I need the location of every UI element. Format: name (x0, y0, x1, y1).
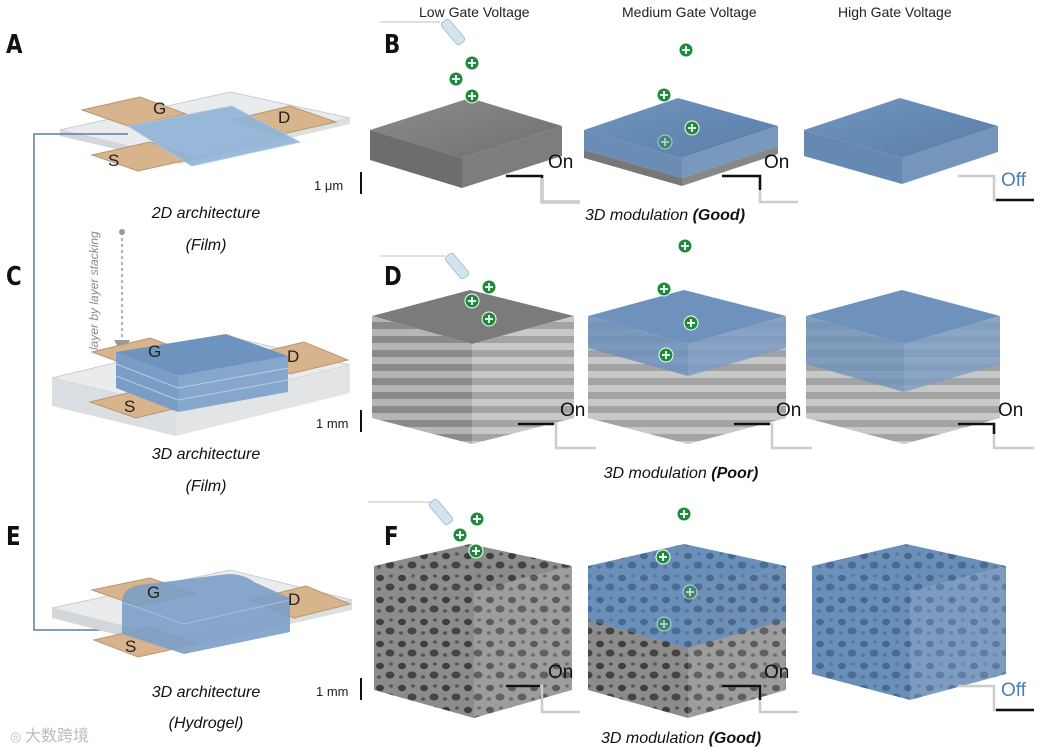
plus-ion-icon (469, 511, 485, 527)
plus-ion-icon (677, 238, 693, 254)
stack-high (806, 290, 1000, 444)
device-3d-film (51, 334, 351, 436)
state-label-on: On (764, 662, 790, 683)
panel-label-e: E (6, 522, 21, 552)
architecture-title: 3D architecture (151, 684, 261, 701)
modulation-caption: 3D modulation (Good) (584, 207, 746, 224)
architecture-title: 2D architecture (151, 205, 261, 222)
film-high (804, 98, 998, 184)
scale-label: 1 μm (314, 178, 344, 193)
drain-label: D (287, 347, 299, 366)
step-indicator-on (506, 684, 580, 714)
plus-ion-icon (452, 527, 468, 543)
gate-probe-icon (440, 18, 466, 46)
state-label-on: On (548, 662, 574, 683)
column-header-high: High Gate Voltage (838, 4, 952, 20)
gate-label: G (147, 583, 160, 602)
step-indicator-on (518, 422, 596, 450)
scale-label: 1 mm (316, 684, 349, 699)
device-2d-film (59, 91, 351, 172)
source-label: S (125, 637, 136, 656)
plus-ion-icon (656, 616, 672, 632)
step-indicator-off (958, 684, 1034, 712)
plus-ion-icon (464, 55, 480, 71)
state-label-off: Off (1001, 680, 1026, 701)
drain-label: D (288, 590, 300, 609)
watermark: ◎ 大数跨境 (10, 728, 89, 745)
state-label-on: On (764, 152, 790, 173)
stack-medium (588, 290, 786, 444)
film-medium (584, 98, 778, 186)
scale-bar (360, 172, 362, 194)
step-indicator-off (958, 174, 1034, 202)
plus-ion-icon (655, 549, 671, 565)
plus-ion-icon (682, 584, 698, 600)
architecture-subtitle: (Hydrogel) (168, 715, 244, 732)
architecture-subtitle: (Film) (185, 237, 227, 254)
panel-label-a: A (6, 30, 23, 60)
plus-ion-icon (657, 134, 673, 150)
scale-bar (360, 678, 362, 700)
panel-label-c: C (6, 262, 22, 292)
step-indicator-on (506, 174, 580, 204)
gate-label: G (153, 99, 166, 118)
gate-probe-icon (428, 498, 454, 526)
plus-ion-icon (464, 293, 480, 309)
step-indicator-on (722, 684, 798, 714)
modulation-caption: 3D modulation (Good) (600, 730, 762, 747)
column-header-medium: Medium Gate Voltage (622, 4, 757, 20)
state-label-on: On (998, 400, 1024, 421)
architecture-subtitle: (Film) (185, 478, 227, 495)
plus-ion-icon (678, 42, 694, 58)
plus-ion-icon (464, 88, 480, 104)
hydrogel-medium (588, 544, 786, 718)
plus-ion-icon (684, 120, 700, 136)
scale-bar (360, 410, 362, 432)
state-label-off: Off (1001, 170, 1026, 191)
film-low (370, 98, 562, 188)
state-label-on: On (776, 400, 802, 421)
state-label-on: On (548, 152, 574, 173)
gate-probe-icon (444, 252, 470, 280)
column-header-low: Low Gate Voltage (419, 4, 530, 20)
source-label: S (108, 151, 119, 170)
hydrogel-low (374, 544, 572, 718)
stack-low (372, 290, 574, 444)
plus-ion-icon (481, 311, 497, 327)
plus-ion-icon (676, 506, 692, 522)
plus-ion-icon (656, 281, 672, 297)
state-label-on: On (560, 400, 586, 421)
panel-label-b: B (384, 30, 401, 60)
connector-line (33, 133, 128, 631)
scale-label: 1 mm (316, 416, 349, 431)
modulation-caption: 3D modulation (Poor) (603, 465, 759, 482)
step-indicator-on (734, 422, 812, 450)
plus-ion-icon (468, 543, 484, 559)
source-label: S (124, 397, 135, 416)
panel-label-d: D (384, 262, 402, 292)
plus-ion-icon (448, 71, 464, 87)
step-indicator-on (722, 174, 798, 204)
device-3d-hydrogel (51, 569, 353, 658)
architecture-title: 3D architecture (151, 446, 261, 463)
hydrogel-high (812, 544, 1006, 700)
panel-label-f: F (384, 522, 399, 552)
stacking-label: layer by layer stacking (87, 231, 101, 350)
drain-label: D (278, 108, 290, 127)
step-indicator-on (958, 422, 1034, 450)
gate-label: G (148, 342, 161, 361)
plus-ion-icon (656, 87, 672, 103)
plus-ion-icon (658, 347, 674, 363)
plus-ion-icon (481, 279, 497, 295)
plus-ion-icon (683, 315, 699, 331)
